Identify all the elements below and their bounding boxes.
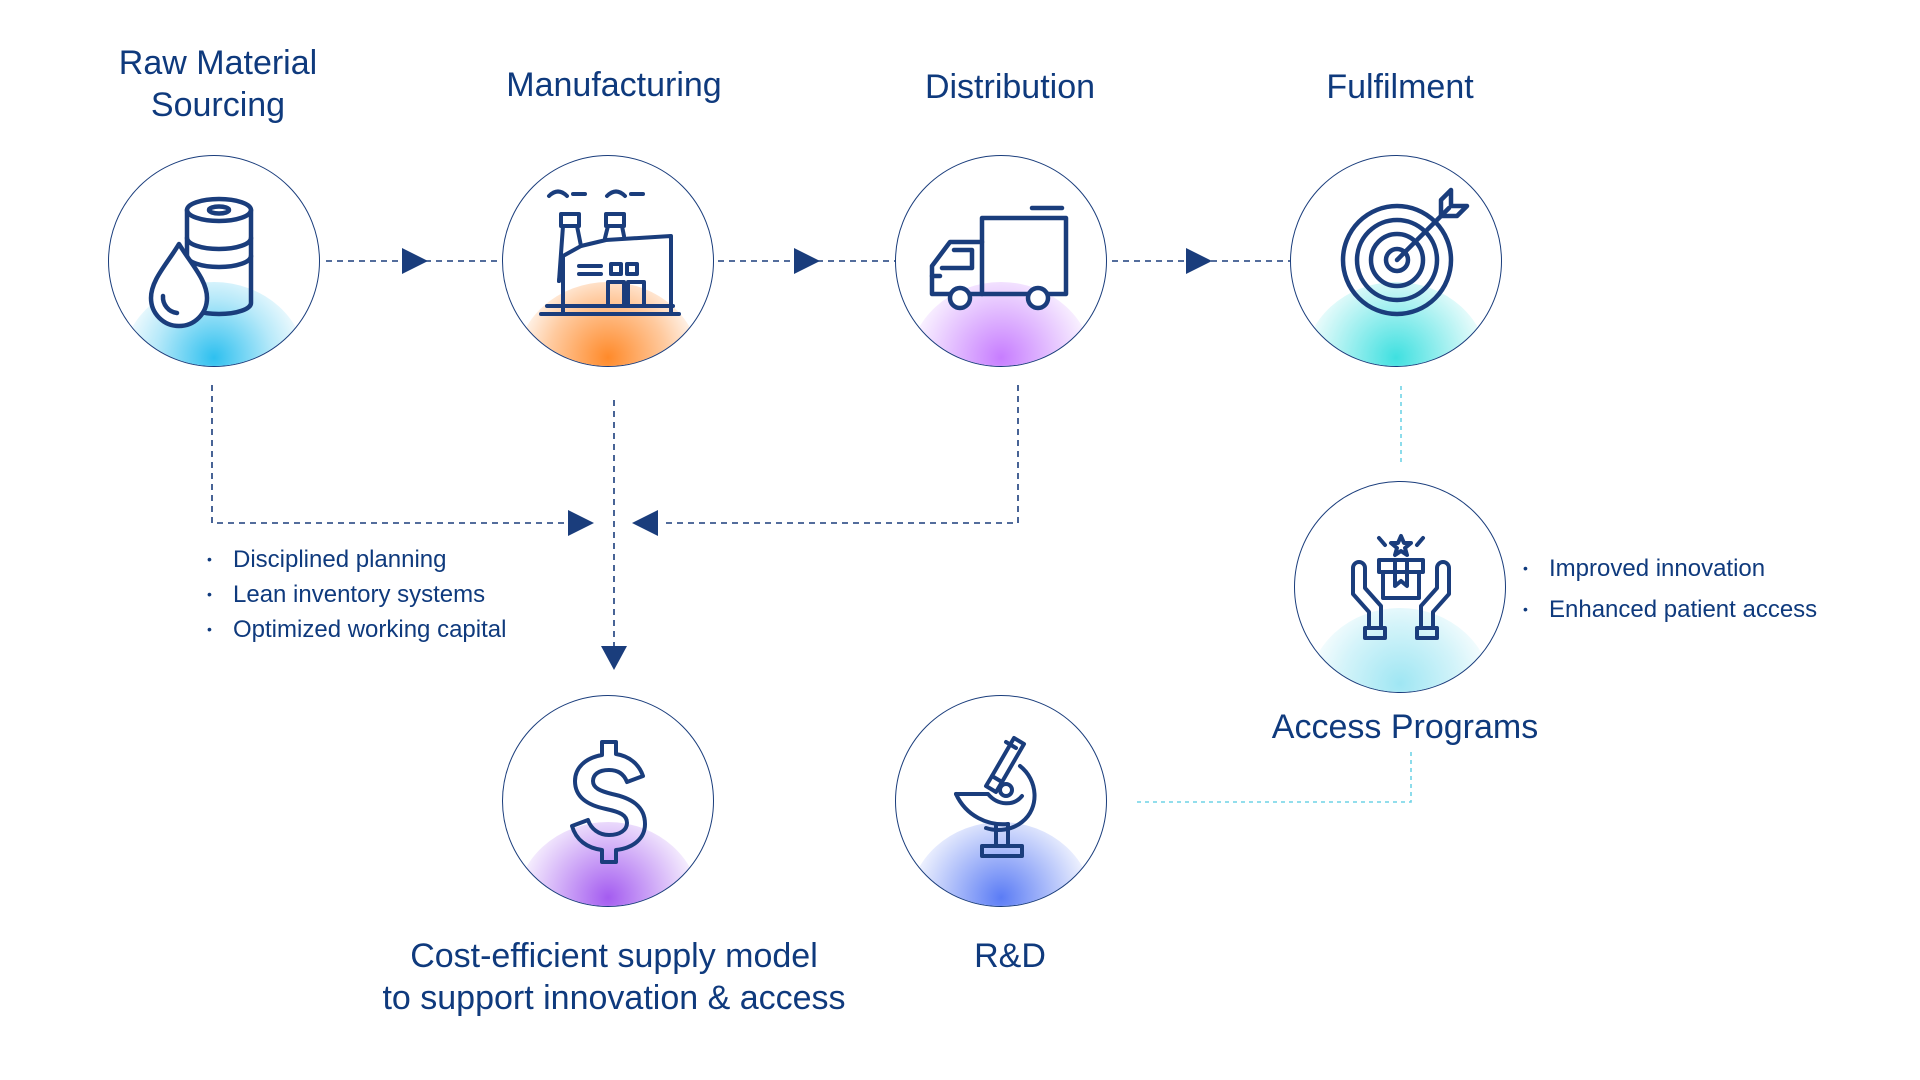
- access-label: Access Programs: [1271, 708, 1539, 746]
- arrow-to-distribution: [794, 248, 820, 274]
- sourcing-label-line1: Raw Material: [118, 44, 318, 82]
- node-sourcing: [108, 155, 320, 367]
- sourcing-label: Raw Material Sourcing: [102, 42, 334, 126]
- node-fulfilment: [1290, 155, 1502, 367]
- fulfilment-label: Fulfilment: [1326, 68, 1474, 106]
- microscope-icon: [954, 736, 1037, 858]
- cost-label-line1: Cost-efficient supply model: [410, 937, 818, 975]
- cost-label-line2: to support innovation & access: [382, 979, 846, 1017]
- node-rd: [895, 695, 1107, 907]
- delivery-truck-icon: [929, 205, 1069, 311]
- gift-in-hands-icon: [1351, 534, 1451, 640]
- oil-barrel-drop-icon: [148, 196, 254, 329]
- bullet-item: Disciplined planning: [207, 542, 506, 577]
- node-manufacturing: [502, 155, 714, 367]
- sourcing-label-line2: Sourcing: [150, 86, 286, 124]
- bullet-item: Optimized working capital: [207, 612, 506, 647]
- arrow-to-fulfilment: [1186, 248, 1212, 274]
- arrow-to-cost: [601, 646, 627, 670]
- cost-label: Cost-efficient supply model to support i…: [334, 935, 894, 1019]
- bullet-item: Lean inventory systems: [207, 577, 506, 612]
- arrow-merge-right: [632, 510, 658, 536]
- manufacturing-label: Manufacturing: [506, 66, 722, 104]
- bullet-item: Improved innovation: [1523, 548, 1817, 589]
- connector-access-to-rd: [1133, 752, 1412, 803]
- arrow-merge-left: [568, 510, 594, 536]
- rd-label: R&D: [974, 937, 1046, 975]
- bullet-item: Enhanced patient access: [1523, 589, 1817, 630]
- bullet-list-right: Improved innovation Enhanced patient acc…: [1523, 548, 1817, 630]
- node-distribution: [895, 155, 1107, 367]
- connector-sourcing-to-merge: [211, 385, 570, 524]
- node-cost: [502, 695, 714, 907]
- bullet-list-left: Disciplined planning Lean inventory syst…: [207, 542, 506, 647]
- dollar-sign-icon: [570, 740, 647, 864]
- arrow-to-manufacturing: [402, 248, 428, 274]
- target-arrow-icon: [1340, 187, 1470, 317]
- node-access: [1294, 481, 1506, 693]
- factory-icon: [539, 189, 681, 316]
- distribution-label: Distribution: [924, 68, 1096, 106]
- connector-distribution-to-merge: [662, 385, 1019, 524]
